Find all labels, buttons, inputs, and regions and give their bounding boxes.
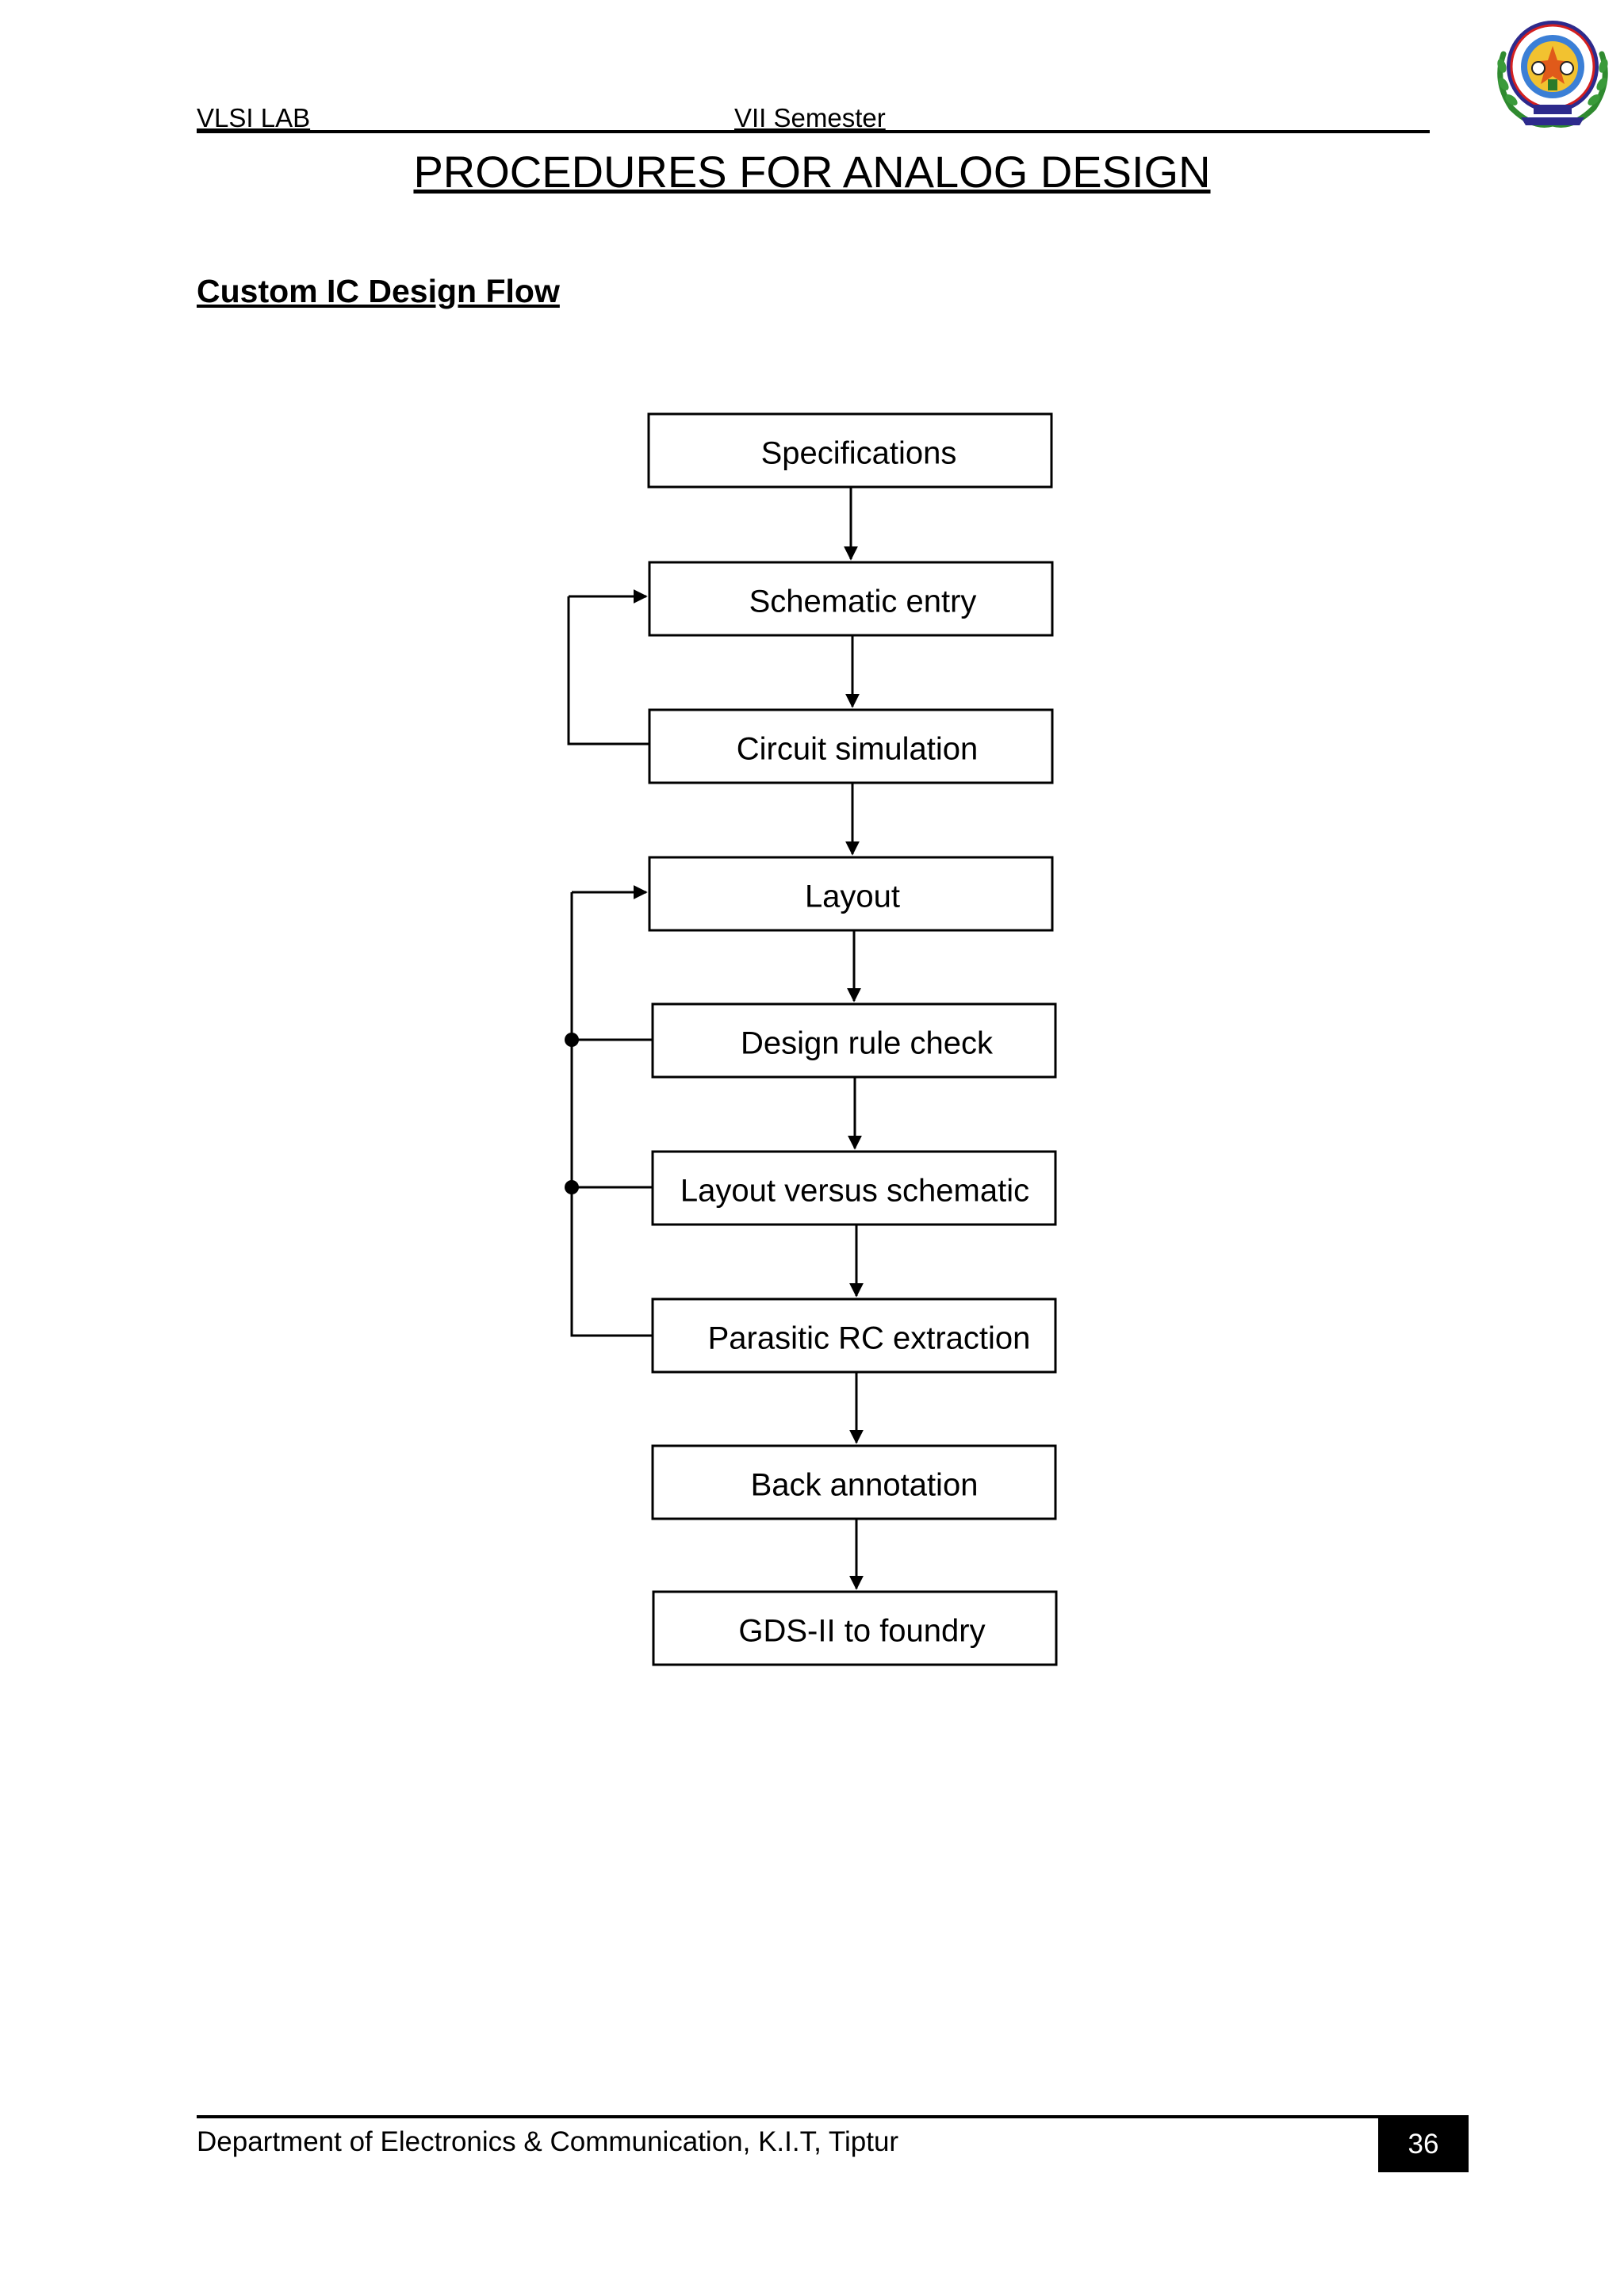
- header-rule: [197, 130, 1430, 133]
- feedback-loop-simulation: [567, 589, 649, 746]
- header-semester: VII Semester: [734, 103, 886, 132]
- flow-step-circuit-simulation: Circuit simulation: [648, 708, 1054, 784]
- header-lab-name: VLSI LAB: [197, 103, 311, 132]
- flow-step-schematic-entry: Schematic entry: [648, 561, 1054, 637]
- junction-dot: [565, 1180, 579, 1194]
- flow-step-label: Circuit simulation: [737, 732, 979, 767]
- feedback-loop-verification: [570, 885, 653, 1337]
- institute-seal-icon: [1497, 21, 1608, 128]
- flow-step-parasitic-rc-extraction: Parasitic RC extraction: [651, 1297, 1057, 1374]
- footer-department: Department of Electronics & Communicatio…: [197, 2126, 899, 2157]
- flow-step-label: Specifications: [761, 436, 957, 471]
- flow-step-layout-versus-schematic: Layout versus schematic: [651, 1150, 1057, 1226]
- flow-step-label: Layout versus schematic: [680, 1174, 1029, 1209]
- flow-step-label: Parasitic RC extraction: [708, 1321, 1031, 1356]
- footer-rule: [197, 2115, 1469, 2118]
- junction-dot: [565, 1033, 579, 1047]
- flow-step-label: Layout: [805, 880, 900, 914]
- flow-step-design-rule-check: Design rule check: [651, 1002, 1057, 1079]
- flow-step-back-annotation: Back annotation: [651, 1444, 1057, 1520]
- flow-step-label: Schematic entry: [749, 585, 977, 619]
- flow-step-label: GDS-II to foundry: [738, 1614, 985, 1649]
- flow-step-label: Design rule check: [741, 1026, 994, 1061]
- page-number: 36: [1378, 2117, 1469, 2172]
- flow-step-layout: Layout: [648, 856, 1054, 932]
- flow-step-gds-ii-to-foundry: GDS-II to foundry: [652, 1590, 1058, 1666]
- section-heading: Custom IC Design Flow: [197, 273, 560, 309]
- flow-step-label: Back annotation: [751, 1468, 979, 1503]
- flow-step-specifications: Specifications: [647, 412, 1053, 489]
- page-title: PROCEDURES FOR ANALOG DESIGN: [413, 147, 1211, 197]
